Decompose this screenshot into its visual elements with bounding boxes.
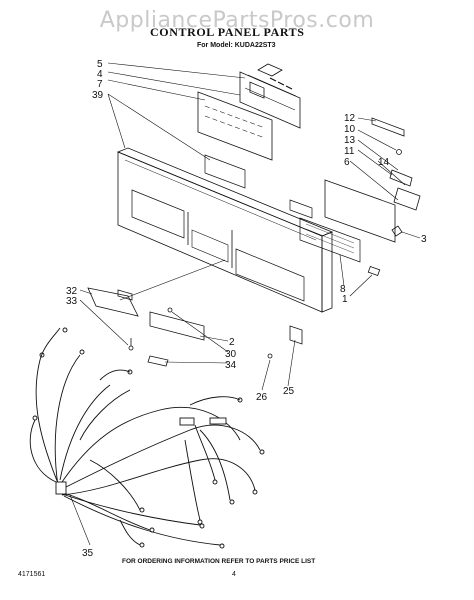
overlay-part	[197, 91, 273, 161]
model-subtitle: For Model: KUDA22ST3	[197, 42, 276, 49]
callout-34: 34	[225, 360, 237, 371]
watermark: AppliancePartsPros.com	[99, 8, 375, 33]
callout-12: 12	[344, 113, 356, 124]
callout-10: 10	[344, 124, 356, 135]
bracket-part	[289, 179, 396, 263]
callout-4: 4	[97, 69, 103, 80]
callout-7: 7	[97, 79, 103, 90]
callout-25: 25	[283, 386, 295, 397]
callout-5: 5	[97, 59, 103, 70]
callout-33: 33	[66, 296, 78, 307]
callout-8: 8	[340, 284, 346, 295]
control-board-part	[239, 63, 301, 129]
callout-26: 26	[256, 392, 268, 403]
document-number: 4171561	[18, 571, 46, 578]
page-number: 4	[232, 571, 236, 578]
latch-part	[371, 117, 405, 137]
leader-lines	[69, 62, 421, 546]
callout-2: 2	[229, 337, 235, 348]
callout-3: 3	[421, 234, 427, 245]
wire-harness-part	[29, 327, 265, 549]
shield-part	[204, 154, 246, 189]
callout-30: 30	[225, 349, 237, 360]
callout-11: 11	[344, 146, 355, 157]
ordering-note: FOR ORDERING INFORMATION REFER TO PARTS …	[122, 558, 316, 565]
control-panel-part	[116, 147, 334, 313]
switch-part	[87, 287, 139, 317]
callout-13: 13	[344, 135, 356, 146]
page-title: CONTROL PANEL PARTS	[150, 25, 305, 39]
callout-6: 6	[344, 157, 350, 168]
callout-1: 1	[342, 294, 348, 305]
callout-39: 39	[92, 90, 104, 101]
callout-14: 14	[378, 157, 390, 168]
callout-35: 35	[82, 548, 94, 559]
bracket-lower-part	[149, 311, 205, 341]
callout-32: 32	[66, 286, 78, 297]
